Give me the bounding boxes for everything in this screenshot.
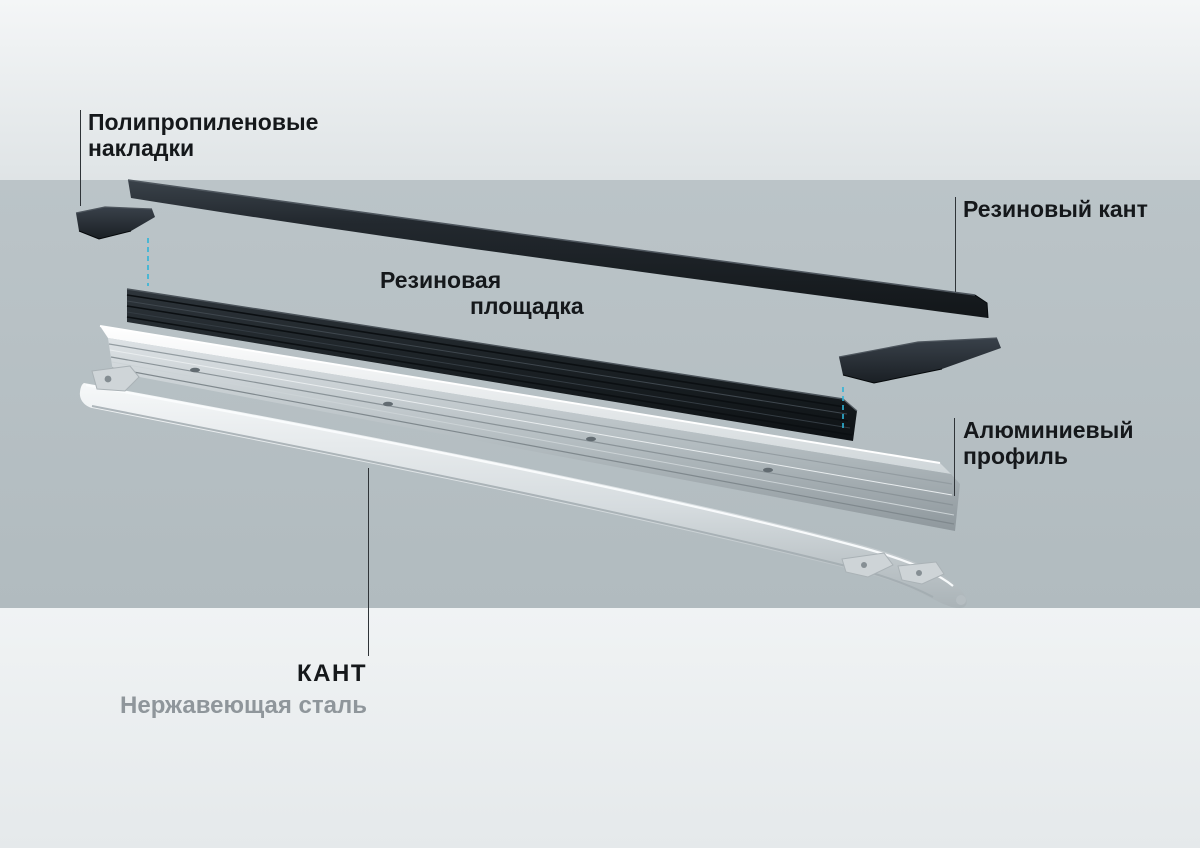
label-polypropylene-caps-line1: Полипропиленовые: [88, 109, 319, 135]
leader-lines: [79, 110, 957, 656]
bracket-right-1: [841, 552, 894, 578]
steel-kant-tube-part: [79, 365, 967, 609]
label-aluminum-profile-line1: Алюминиевый: [963, 417, 1134, 443]
kant-subtitle: Нержавеющая сталь: [120, 692, 367, 719]
assembly-connector-dashes: [147, 238, 844, 430]
background-bottom-band: [0, 608, 1200, 848]
background-top-band: [0, 0, 1200, 180]
label-polypropylene-caps: Полипропиленовые накладки: [88, 109, 318, 161]
label-aluminum-profile: Алюминиевый профиль: [963, 417, 1133, 469]
aluminum-profile-part: [99, 325, 960, 531]
kant-brand-block: КАНТ Нержавеющая сталь: [75, 660, 367, 720]
end-cap-left-part: [75, 206, 155, 240]
bracket-left: [91, 365, 140, 392]
label-rubber-pad-line1: Резиновая: [380, 267, 502, 293]
label-rubber-pad-line2: площадка: [470, 293, 584, 319]
kant-title: КАНТ: [297, 660, 367, 687]
bracket-right-2: [897, 561, 945, 585]
rubber-edge-strip-part: [127, 179, 989, 319]
label-polypropylene-caps-line2: накладки: [88, 135, 195, 161]
label-rubber-edge: Резиновый кант: [963, 196, 1148, 222]
label-aluminum-profile-line2: профиль: [963, 443, 1069, 469]
rubber-pad-part: [126, 288, 858, 441]
end-cap-right-part: [838, 337, 1001, 384]
